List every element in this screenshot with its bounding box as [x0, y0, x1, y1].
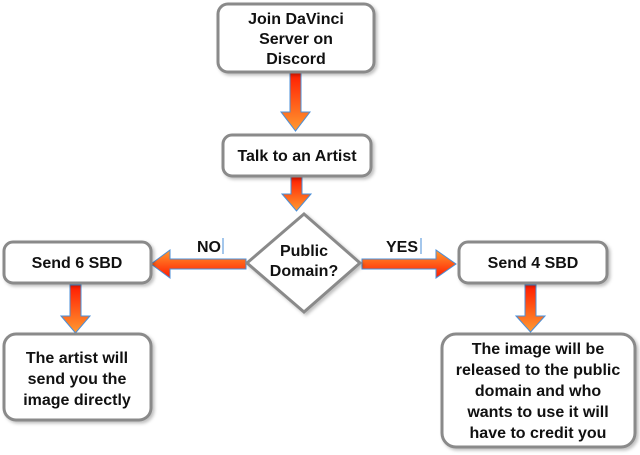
node-text: send you the	[28, 371, 127, 388]
node-text: Send 6 SBD	[32, 255, 123, 272]
node-artist-sends-image: The artist will send you the image direc…	[2, 332, 153, 422]
node-text: Domain?	[270, 263, 338, 280]
node-decision-public-domain: Public Domain?	[244, 212, 363, 314]
arrow-talk-to-decision	[280, 176, 313, 212]
arrow-yes-to-result	[514, 284, 547, 333]
node-text: Talk to an Artist	[237, 148, 357, 165]
node-text: Server on	[259, 31, 333, 48]
node-text: Public	[280, 243, 328, 260]
node-image-public-domain: The image will be released to the public…	[440, 332, 637, 449]
node-text: wants to use it will	[466, 404, 608, 421]
node-talk-artist: Talk to an Artist	[221, 133, 373, 178]
node-text: released to the public	[456, 362, 621, 379]
node-text: The image will be	[472, 341, 605, 358]
node-text: The artist will	[26, 350, 128, 367]
edge-label-no: NO	[197, 239, 221, 256]
node-send-4-sbd: Send 4 SBD	[457, 240, 609, 285]
arrow-no	[150, 249, 247, 279]
node-text: Join DaVinci	[248, 11, 344, 28]
node-send-6-sbd: Send 6 SBD	[2, 240, 153, 285]
node-text: domain and who	[475, 383, 601, 400]
node-text: Discord	[266, 51, 326, 68]
arrow-yes	[361, 249, 457, 279]
node-text: have to credit you	[470, 425, 607, 442]
node-join-discord: Join DaVinci Server on Discord	[216, 2, 376, 74]
node-text: image directly	[23, 392, 131, 409]
edge-label-yes: YES	[386, 239, 418, 256]
node-text: Send 4 SBD	[488, 255, 579, 272]
arrow-no-to-result	[59, 284, 92, 334]
arrow-start-to-talk	[279, 71, 312, 132]
